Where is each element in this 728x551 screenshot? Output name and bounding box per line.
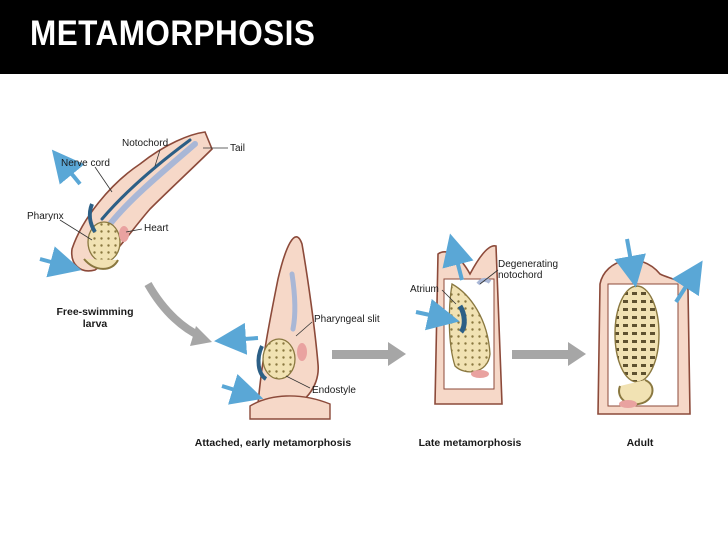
label-nerve-cord: Nerve cord: [61, 158, 110, 169]
caption-larva: Free-swimming larva: [40, 306, 150, 330]
larva-flow-arrows: [39, 149, 85, 278]
label-atrium: Atrium: [410, 284, 439, 295]
caption-larva-line1: Free-swimming: [56, 306, 134, 318]
label-notochord-2: notochord: [498, 270, 543, 281]
late-flow-arrows: [415, 233, 474, 331]
caption-late: Late metamorphosis: [418, 437, 522, 449]
label-degenerating: Degenerating: [498, 259, 559, 270]
slide-title: METAMORPHOSIS: [30, 14, 316, 53]
label-pharynx: Pharynx: [27, 211, 64, 222]
early-flow-arrows: [214, 322, 264, 405]
early-metamorphosis-figure: [249, 236, 331, 420]
metamorphosis-diagram: Notochord Tail Nerve cord Pharynx Heart …: [0, 74, 728, 546]
late-metamorphosis-figure: [434, 245, 503, 405]
label-notochord: Notochord: [122, 138, 169, 149]
adult-flow-arrows: [614, 238, 703, 304]
larva-figure: [70, 131, 213, 272]
label-pharyngeal-slit: Pharyngeal slit: [314, 314, 380, 325]
stage-arrows: [144, 282, 586, 366]
leader-lines: [59, 147, 499, 389]
diagram-illustration: [39, 131, 703, 420]
title-bar: METAMORPHOSIS: [0, 0, 728, 74]
caption-adult: Adult: [626, 437, 654, 449]
label-endostyle: Endostyle: [312, 385, 356, 396]
adult-figure: [597, 259, 691, 415]
label-heart: Heart: [144, 223, 169, 234]
caption-early: Attached, early metamorphosis: [194, 437, 352, 449]
caption-larva-line2: larva: [82, 318, 108, 330]
label-tail: Tail: [230, 143, 246, 154]
